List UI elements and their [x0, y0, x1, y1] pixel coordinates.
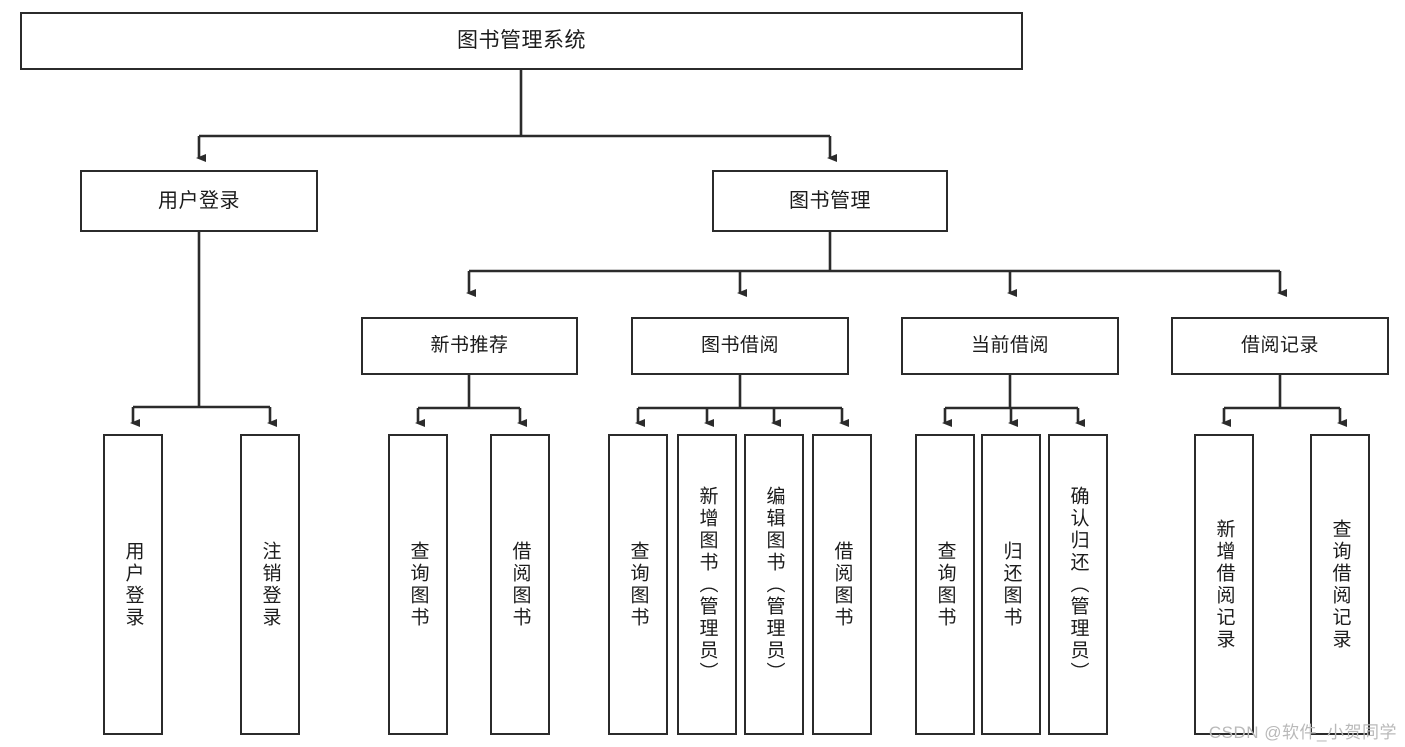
node-label: 新书推荐: [430, 335, 509, 357]
leaf-query-book-recommend[interactable]: 查询图书: [388, 434, 448, 735]
leaf-query-borrow-record[interactable]: 查询借阅记录: [1310, 434, 1370, 735]
node-current-borrow[interactable]: 当前借阅: [901, 317, 1119, 375]
node-label: 借阅记录: [1240, 335, 1319, 357]
node-label: 查询图书: [934, 540, 956, 629]
node-label: 查询借阅记录: [1329, 518, 1351, 651]
leaf-borrow-book-recommend[interactable]: 借阅图书: [490, 434, 550, 735]
leaf-query-book-borrow[interactable]: 查询图书: [608, 434, 668, 735]
node-label: 当前借阅: [970, 335, 1049, 357]
node-label: 用户登录: [158, 189, 240, 212]
node-label: 查询图书: [407, 540, 429, 629]
node-label: 查询图书: [627, 540, 649, 629]
leaf-query-book-current[interactable]: 查询图书: [915, 434, 975, 735]
node-label: 图书借阅: [700, 335, 779, 357]
leaf-add-borrow-record[interactable]: 新增借阅记录: [1194, 434, 1254, 735]
node-label: 新增借阅记录: [1213, 518, 1235, 651]
node-root-system[interactable]: 图书管理系统: [20, 12, 1023, 70]
node-label: 图书管理: [789, 189, 871, 212]
watermark-text: CSDN @软件_小贺同学: [1208, 723, 1397, 742]
node-label: 编辑图书（管理员）: [763, 485, 785, 684]
node-borrow-record[interactable]: 借阅记录: [1171, 317, 1389, 375]
node-label: 归还图书: [1000, 540, 1022, 629]
node-label: 借阅图书: [509, 540, 531, 629]
leaf-user-login[interactable]: 用户登录: [103, 434, 163, 735]
node-label: 确认归还（管理员）: [1067, 485, 1089, 684]
node-label: 新增图书（管理员）: [696, 485, 718, 684]
leaf-confirm-return-admin[interactable]: 确认归还（管理员）: [1048, 434, 1108, 735]
node-book-management[interactable]: 图书管理: [712, 170, 948, 232]
node-label: 注销登录: [259, 540, 281, 629]
leaf-borrow-book[interactable]: 借阅图书: [812, 434, 872, 735]
node-label: 图书管理系统: [457, 29, 586, 53]
leaf-logout[interactable]: 注销登录: [240, 434, 300, 735]
node-new-book-recommend[interactable]: 新书推荐: [361, 317, 578, 375]
node-user-login[interactable]: 用户登录: [80, 170, 318, 232]
node-book-borrow[interactable]: 图书借阅: [631, 317, 849, 375]
leaf-edit-book-admin[interactable]: 编辑图书（管理员）: [744, 434, 804, 735]
node-label: 借阅图书: [831, 540, 853, 629]
leaf-return-book[interactable]: 归还图书: [981, 434, 1041, 735]
node-label: 用户登录: [122, 540, 144, 629]
leaf-add-book-admin[interactable]: 新增图书（管理员）: [677, 434, 737, 735]
